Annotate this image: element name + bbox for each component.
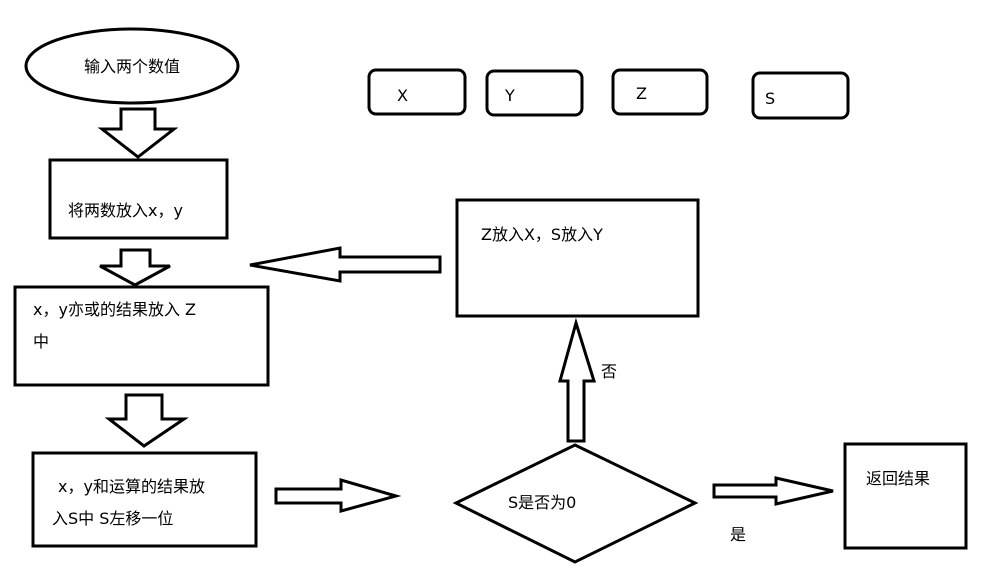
step-xor-label-line1: x，y亦或的结果放入 Z <box>33 300 196 319</box>
start-label: 输入两个数值 <box>84 57 180 76</box>
assign-box <box>455 198 700 318</box>
register-box-x <box>367 68 467 116</box>
step-and-label-line1: x，y和运算的结果放 <box>58 477 205 496</box>
register-label-x: X <box>397 86 408 105</box>
decision-diamond <box>452 443 699 564</box>
step-xor-box <box>13 285 270 387</box>
no-label: 否 <box>601 362 617 381</box>
step-put-xy-box <box>48 158 229 240</box>
result-label: 返回结果 <box>866 469 930 488</box>
step-put-xy-label: 将两数放入x，y <box>68 201 183 220</box>
arrow-down-2 <box>99 248 171 287</box>
step-xor-label-line2: 中 <box>33 332 49 351</box>
step-and-box <box>31 451 258 548</box>
arrow-left-1 <box>249 246 442 283</box>
yes-label: 是 <box>730 525 746 544</box>
arrow-up-1 <box>558 317 597 443</box>
start-ellipse <box>24 27 240 105</box>
result-box <box>843 442 968 550</box>
register-label-s: S <box>765 89 775 108</box>
register-box-s <box>751 71 850 120</box>
register-box-z <box>611 68 709 116</box>
register-label-y: Y <box>504 86 515 105</box>
arrow-right-2 <box>712 476 834 506</box>
register-box-y <box>485 69 584 117</box>
arrow-right-1 <box>274 478 402 513</box>
assign-label: Z放入X，S放入Y <box>481 225 603 244</box>
arrow-down-3 <box>104 393 189 448</box>
register-label-z: Z <box>636 84 647 103</box>
decision-label: S是否为0 <box>508 493 576 512</box>
step-and-label-line2: 入S中 S左移一位 <box>52 509 173 528</box>
arrow-down-1 <box>97 107 179 159</box>
